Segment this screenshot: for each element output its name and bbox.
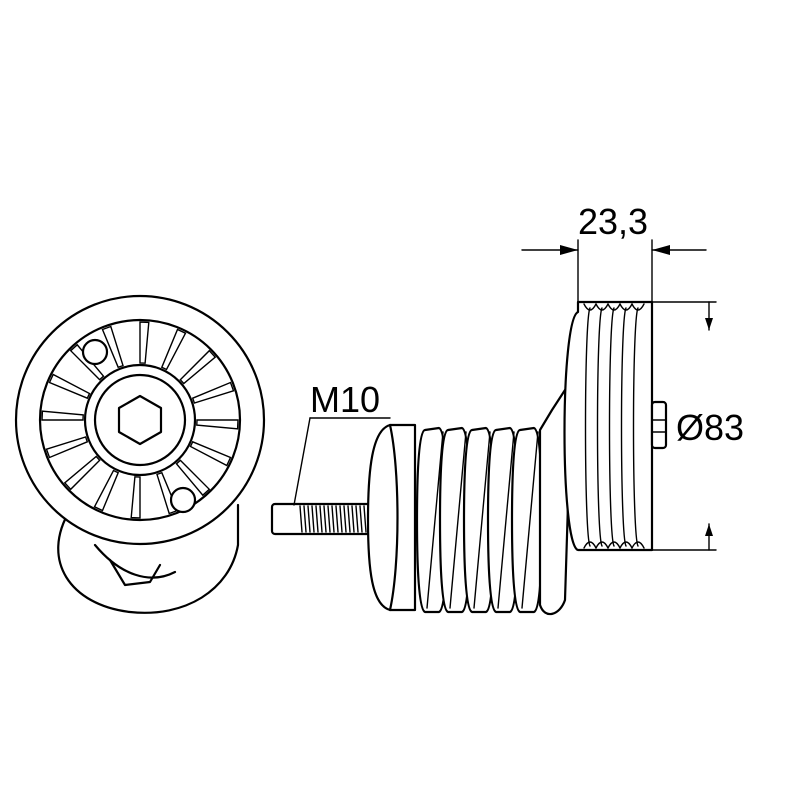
spring-coil [510,426,544,614]
thread-line [323,505,327,533]
thread-line [343,505,347,533]
coil-edge [497,431,515,609]
pulley-spokes [41,321,239,519]
groove-wave-top [619,303,633,311]
spoke [189,440,232,467]
front-view [14,294,266,614]
thread-line [307,505,311,533]
thread-line [347,505,351,533]
groove-line [584,307,591,547]
groove-wave-top [631,303,645,311]
thread-line [363,505,367,533]
thread-line [339,505,343,533]
spoke [48,373,91,400]
coil-edge [426,431,444,609]
thread-line [359,505,363,533]
mount-hole-bottom [169,486,197,514]
side-bolt-head [650,400,668,450]
spoke [175,459,211,497]
groove-wave-bottom [607,541,621,549]
spoke [196,419,239,430]
stud-threads [299,505,367,533]
groove-line [596,307,603,547]
thread-line [327,505,331,533]
groove-wave-top [595,303,609,311]
spoke [101,325,124,369]
spoke [179,349,217,385]
coil-edge [521,431,539,609]
thread-line [299,505,303,533]
dimension-width: 23,3 [521,201,707,303]
thread-label: M10 [310,379,380,420]
spoke [139,321,150,364]
spoke [93,469,120,512]
arrow-down-icon [705,318,713,330]
groove-line [608,307,615,547]
coil-spring [415,426,544,614]
arrow-left-icon [652,245,670,255]
pulley-side [563,300,654,552]
pulley-grooves [583,303,645,549]
dimension-diameter: Ø83 [651,301,744,551]
groove-line [632,307,639,547]
groove-wave-bottom [595,541,609,549]
groove-wave-bottom [631,541,645,549]
spoke [45,436,89,459]
base-housing [366,423,417,612]
groove-wave-bottom [619,541,633,549]
spoke [63,455,101,491]
pulley-hub-inner [93,373,187,467]
coil-edge [449,431,467,609]
groove-wave-top [583,303,597,311]
mount-hole-top [81,338,109,366]
hex-bolt [117,394,163,446]
thread-line [315,505,319,533]
thread-line [331,505,335,533]
thread-callout: M10 [293,379,391,506]
thread-line [311,505,315,533]
groove-wave-top [607,303,621,311]
groove-wave-bottom [583,541,597,549]
groove-line [620,307,627,547]
spoke [41,410,84,421]
spoke [69,343,105,381]
arrow-right-icon [560,245,578,255]
width-label: 23,3 [578,201,648,242]
thread-line [303,505,307,533]
spoke [191,381,235,404]
thread-line [319,505,323,533]
thread-line [351,505,355,533]
pulley-inner-rim [38,318,242,522]
spoke [160,328,187,371]
thread-line [355,505,359,533]
diameter-label: Ø83 [676,407,744,448]
coil-edge [473,431,491,609]
side-view [270,300,668,616]
thread-line [335,505,339,533]
spoke [130,476,141,519]
arrow-up-icon [705,524,713,536]
